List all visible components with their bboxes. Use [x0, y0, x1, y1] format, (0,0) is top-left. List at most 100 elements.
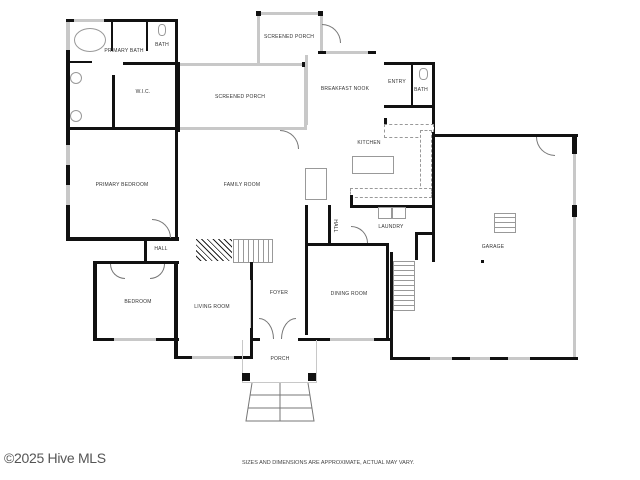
room-label-foyer: FOYER [269, 290, 289, 296]
wall [390, 252, 393, 360]
copyright-text: ©2025 Hive MLS [4, 450, 106, 466]
room-label-primary-bedroom: PRIMARY BEDROOM [95, 182, 149, 188]
wall [368, 51, 376, 54]
wall [66, 61, 92, 63]
wall [66, 19, 178, 22]
porch-post [308, 373, 316, 381]
wall [146, 19, 148, 51]
garage-door [430, 357, 452, 360]
porch-post [242, 373, 250, 381]
wall [123, 62, 178, 65]
sink [70, 110, 82, 122]
wall [306, 243, 386, 246]
wall [384, 62, 434, 65]
room-label-porch: PORCH [270, 356, 290, 362]
room-label-kitchen: KITCHEN [357, 140, 381, 146]
wall [432, 132, 435, 262]
front-door [259, 318, 274, 339]
room-label-breakfast-nook: BREAKFAST NOOK [320, 86, 370, 92]
garage-stairs [393, 261, 415, 311]
attic-stairs [494, 213, 516, 233]
closet-door [150, 264, 165, 279]
dryer [392, 207, 406, 219]
wall [434, 134, 578, 137]
window [192, 356, 234, 359]
room-label-primary-bath: PRIMARY BATH [104, 48, 144, 54]
porch-outline [242, 340, 243, 383]
washer [378, 207, 392, 219]
wall [328, 205, 331, 245]
wall [252, 338, 260, 341]
screen-wall [178, 63, 306, 66]
toilet [158, 24, 166, 36]
post [256, 11, 261, 16]
room-label-family-room: FAMILY ROOM [223, 182, 261, 188]
room-label-living-room: LIVING ROOM [194, 304, 230, 310]
room-label-hall-1: HALL [154, 246, 168, 252]
wall [318, 51, 326, 54]
post [318, 11, 323, 16]
toilet [419, 68, 428, 80]
wall [93, 261, 97, 341]
window [66, 22, 70, 50]
window [305, 55, 308, 125]
room-label-bath-2: BATH [414, 87, 428, 93]
screen-wall [178, 127, 306, 130]
wall [415, 232, 435, 235]
window [66, 185, 70, 205]
stairs [233, 239, 273, 263]
room-label-wic: W.I.C. [135, 89, 151, 95]
door [152, 219, 171, 238]
closet-door [110, 264, 125, 279]
fridge [305, 168, 327, 200]
disclaimer-text: SIZES AND DIMENSIONS ARE APPROXIMATE, AC… [242, 460, 415, 466]
door [536, 137, 555, 156]
wall [386, 243, 389, 341]
wall [66, 127, 178, 130]
window [114, 338, 156, 341]
wall [411, 62, 413, 107]
wall [572, 205, 577, 217]
wall [112, 75, 115, 130]
room-label-laundry: LAUNDRY [378, 224, 404, 230]
wall [93, 261, 179, 264]
sink [70, 72, 82, 84]
room-label-screened-porch-1: SCREENED PORCH [214, 94, 266, 100]
room-label-garage: GARAGE [481, 244, 505, 250]
wall [174, 262, 178, 359]
room-label-hall-2: HALL [332, 219, 338, 233]
wall [350, 195, 353, 207]
wall [176, 62, 180, 132]
door [351, 226, 368, 243]
opening [250, 280, 251, 328]
wall [175, 130, 178, 240]
door [322, 24, 341, 43]
window [66, 145, 70, 165]
garage-door [508, 357, 530, 360]
front-door [281, 318, 296, 339]
bathtub [74, 28, 106, 52]
porch-outline [316, 340, 317, 383]
wall [384, 105, 434, 108]
room-label-screened-porch-2: SCREENED PORCH [263, 34, 315, 40]
screen-wall [320, 12, 323, 52]
wall [415, 232, 418, 260]
kitchen-island [352, 156, 394, 174]
door [280, 130, 299, 149]
screen-wall [257, 12, 260, 64]
front-steps [245, 383, 315, 422]
wall [432, 62, 435, 132]
porch-outline [242, 382, 317, 383]
window [330, 338, 374, 341]
wall [298, 338, 318, 341]
counter [350, 188, 432, 198]
room-label-dining-room: DINING ROOM [330, 291, 368, 297]
wall [111, 19, 113, 51]
wall [144, 240, 147, 264]
wall [66, 237, 179, 241]
wall [305, 205, 308, 335]
window [74, 19, 104, 22]
window [322, 51, 372, 54]
counter [420, 130, 432, 196]
garage-door [470, 357, 490, 360]
